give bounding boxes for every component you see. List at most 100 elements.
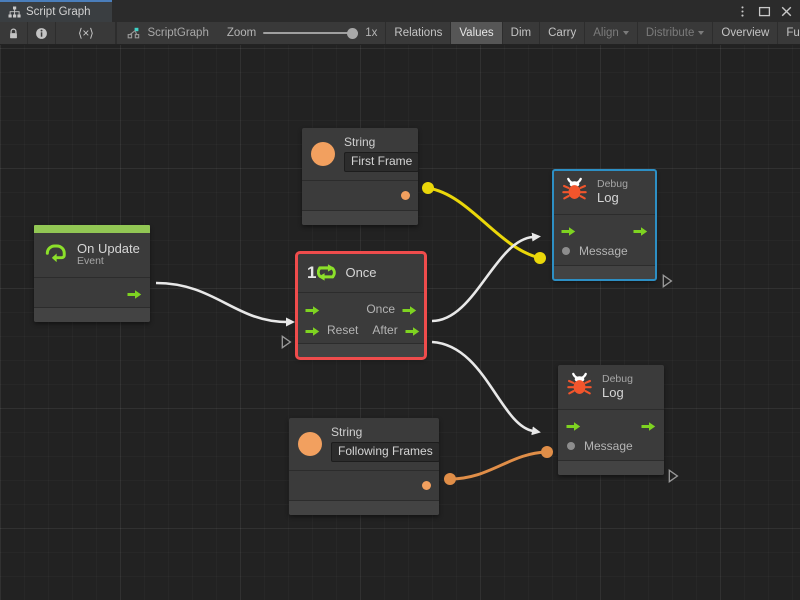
node-header: Debug Log (553, 170, 656, 215)
angle-brackets-x-icon: ⟨×⟩ (78, 26, 94, 40)
node-string-following-frames[interactable]: String Following Frames (289, 418, 440, 515)
node-title: String (344, 135, 376, 149)
port-row-flow[interactable] (553, 219, 656, 240)
flow-in-arrow-icon[interactable] (305, 303, 320, 315)
script-graph-icon (127, 27, 140, 40)
node-title-block: Debug Log (597, 177, 628, 205)
carry-label: Carry (548, 27, 577, 39)
zoom-slider-knob[interactable] (347, 28, 359, 39)
node-title-small: Debug (602, 372, 633, 385)
kebab-menu-icon[interactable] (736, 5, 749, 18)
port-row-message[interactable]: Message (558, 435, 664, 456)
message-in-port-icon[interactable] (567, 441, 575, 450)
flow-out-arrow-icon[interactable] (405, 324, 420, 336)
zoom-slider[interactable] (263, 27, 359, 39)
update-loop-icon (43, 240, 68, 270)
node-debug-log-1[interactable]: Debug Log (552, 169, 657, 281)
node-debug-log-2[interactable]: Debug Log (558, 365, 664, 475)
edge-once-to-log1 (431, 232, 541, 323)
port-row-message[interactable]: Message (553, 240, 656, 261)
node-footer (297, 343, 425, 358)
toolbar-button-carry[interactable]: Carry (540, 22, 586, 44)
tab-label: Script Graph (26, 6, 91, 18)
node-title-large: Log (597, 189, 619, 205)
window-controls (736, 0, 800, 22)
node-ports: Message (558, 410, 664, 460)
node-footer (34, 307, 150, 322)
toolbar-button-relations[interactable]: Relations (385, 22, 452, 44)
flow-out-arrow-icon[interactable] (641, 419, 656, 431)
node-ports: Message (553, 215, 656, 265)
edge-string1-to-log1-message (427, 186, 541, 260)
code-view-button[interactable]: ⟨×⟩ (56, 22, 117, 44)
relations-label: Relations (394, 27, 443, 39)
reset-port-hollow-triangle-icon[interactable] (281, 335, 292, 349)
port-row-reset-after[interactable]: Reset After (297, 319, 425, 340)
graph-canvas[interactable]: On Update Event (0, 45, 800, 600)
port-row-in-flow-out-once[interactable]: Once (297, 298, 425, 319)
flow-in-arrow-icon[interactable] (305, 324, 320, 336)
window-tab-bar: Script Graph (0, 0, 800, 22)
flow-out-arrow-icon[interactable] (127, 287, 142, 299)
distribute-label: Distribute (645, 27, 695, 39)
lock-button[interactable] (0, 22, 28, 44)
message-in-port-icon[interactable] (562, 246, 570, 255)
flow-in-arrow-icon[interactable] (566, 419, 581, 431)
chevron-down-icon (622, 31, 629, 35)
bug-icon (561, 176, 588, 208)
flow-in-arrow-icon[interactable] (561, 224, 576, 236)
zoom-level-value: 1x (365, 27, 378, 39)
port-row-out-value[interactable] (289, 475, 439, 496)
align-label: Align (593, 27, 619, 39)
port-label-message: Message (579, 243, 628, 258)
graph-toolbar: ⟨×⟩ ScriptGraph Zoom 1x Relat (0, 22, 800, 45)
node-once[interactable]: 1 Once (295, 251, 427, 360)
port-label-reset: Reset (327, 322, 359, 337)
info-icon (35, 27, 48, 40)
tab-script-graph[interactable]: Script Graph (0, 0, 112, 22)
toolbar-button-overview[interactable]: Overview (713, 22, 779, 44)
log2-flow-out-hollow-triangle-icon[interactable] (668, 469, 679, 483)
node-ports (289, 471, 439, 500)
close-icon[interactable] (780, 5, 793, 18)
log1-flow-out-hollow-triangle-icon[interactable] (662, 274, 673, 288)
node-title-block: Debug Log (602, 372, 633, 400)
string-value-input[interactable]: First Frame (344, 152, 420, 172)
info-button[interactable] (28, 22, 56, 44)
zoom-label: Zoom (226, 27, 257, 39)
flow-out-arrow-icon[interactable] (633, 224, 648, 236)
node-title-small: Debug (597, 177, 628, 190)
toolbar-button-full-screen[interactable]: Full Screen (778, 22, 800, 44)
string-value-icon (311, 141, 335, 166)
node-ports (34, 278, 150, 307)
graph-name-display[interactable]: ScriptGraph (117, 22, 218, 44)
port-row-out-value[interactable] (302, 185, 418, 206)
node-ports (302, 181, 418, 210)
toolbar-button-distribute[interactable]: Distribute (638, 22, 714, 44)
node-string-first-frame[interactable]: String First Frame (302, 128, 420, 225)
maximize-icon[interactable] (758, 5, 771, 18)
edge-on-update-to-once (155, 281, 295, 327)
node-ports: Once Reset (297, 293, 425, 343)
edge-endpoint-dot (534, 252, 546, 264)
string-value-input[interactable]: Following Frames (331, 442, 440, 462)
toolbar-button-align[interactable]: Align (585, 22, 638, 44)
toolbar-button-dim[interactable]: Dim (503, 22, 541, 44)
values-label: Values (459, 27, 494, 39)
value-out-port-icon[interactable] (422, 480, 431, 490)
port-row-flow[interactable] (558, 414, 664, 435)
full-screen-label: Full Screen (786, 27, 800, 39)
flow-out-arrow-icon[interactable] (402, 303, 417, 315)
edge-endpoint-dot (444, 473, 456, 485)
node-on-update[interactable]: On Update Event (34, 225, 150, 322)
node-header: On Update Event (34, 233, 150, 278)
value-out-port-icon[interactable] (401, 190, 410, 200)
node-header: 1 Once (297, 253, 425, 293)
port-row-out-flow[interactable] (34, 282, 150, 303)
node-subtitle: Event (77, 255, 104, 268)
node-header: String Following Frames (289, 418, 440, 471)
toolbar-button-values[interactable]: Values (451, 22, 503, 44)
chevron-down-icon (698, 31, 705, 35)
zoom-control[interactable]: Zoom 1x (219, 22, 386, 44)
